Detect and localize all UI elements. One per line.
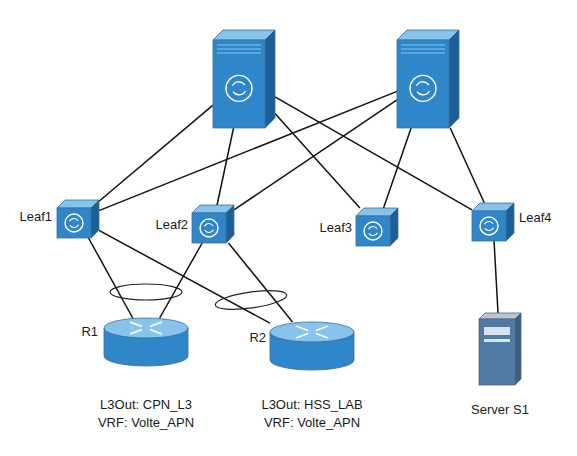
device-side <box>449 30 459 128</box>
aci-logo-arc <box>369 233 378 236</box>
router-arrow <box>130 330 142 335</box>
router-icon <box>270 322 354 370</box>
link-line <box>89 238 133 318</box>
router-node: R1L3Out: CPN_L3VRF: Volte_APN <box>104 318 188 366</box>
link-line <box>228 243 292 322</box>
device-side <box>226 205 234 243</box>
router-icon <box>104 318 188 366</box>
aci-logo <box>200 219 218 237</box>
aci-logo-arc <box>417 82 429 86</box>
device-front <box>213 40 265 128</box>
router-arrow <box>316 334 328 339</box>
aci-logo-arc <box>70 219 79 222</box>
spine-slot <box>217 45 261 46</box>
server-icon <box>479 313 521 385</box>
spine-slot <box>401 45 445 46</box>
aci-logo-arc <box>233 82 245 86</box>
spine-icon <box>397 30 459 128</box>
spine-node <box>397 30 459 128</box>
aci-logo-arc <box>70 225 79 228</box>
device-front <box>356 216 390 246</box>
aci-logo-arc <box>205 224 214 227</box>
device-side <box>506 203 514 241</box>
leaf-icon <box>356 208 398 246</box>
leaf-node: Leaf2 <box>192 205 234 243</box>
device-top <box>397 30 459 40</box>
aci-logo-arc <box>417 91 429 95</box>
aci-logo-arc <box>205 230 214 233</box>
config-label: VRF: Volte_APN <box>98 415 194 431</box>
spine-slot <box>401 53 445 54</box>
port-channel-oval <box>214 287 288 313</box>
server-drive <box>484 339 510 342</box>
leaf-icon <box>472 203 514 241</box>
device-side <box>91 200 99 238</box>
device-front <box>192 213 226 243</box>
aci-logo <box>65 214 83 232</box>
spine-slot <box>401 49 445 50</box>
router-arrow <box>296 334 308 339</box>
spine-slot <box>217 49 261 50</box>
device-side <box>390 208 398 246</box>
device-label: Server S1 <box>471 402 529 418</box>
device-label: R1 <box>81 324 98 340</box>
leaf-icon <box>57 200 99 238</box>
aci-logo <box>410 75 436 101</box>
device-label: Leaf3 <box>319 220 352 236</box>
port-channel-oval <box>110 284 182 300</box>
device-front <box>472 211 506 241</box>
server-side <box>515 313 521 385</box>
router-top <box>104 318 188 338</box>
config-label: L3Out: HSS_LAB <box>261 397 362 413</box>
link-line <box>384 128 412 208</box>
router-node: R2L3Out: HSS_LABVRF: Volte_APN <box>270 322 354 370</box>
server-top <box>479 313 521 319</box>
router-arrow <box>316 326 328 331</box>
leaf-node: Leaf3 <box>356 208 398 246</box>
aci-logo <box>364 222 382 240</box>
link-line <box>275 113 360 208</box>
aci-logo-arc <box>485 222 494 225</box>
spine-slot <box>217 53 261 54</box>
spine-icon <box>213 30 275 128</box>
device-label: Leaf4 <box>519 210 552 226</box>
server-node: Server S1 <box>479 313 521 385</box>
link-line <box>160 243 203 318</box>
server-drive <box>484 327 510 335</box>
router-arrow <box>150 322 162 327</box>
device-label: Leaf1 <box>19 209 52 225</box>
device-front <box>57 208 91 238</box>
router-top <box>270 322 354 342</box>
device-top <box>213 30 275 40</box>
spine-node <box>213 30 275 128</box>
aci-logo-arc <box>233 91 245 95</box>
device-side <box>265 30 275 128</box>
link-line <box>99 105 213 201</box>
server-front <box>479 319 515 385</box>
aci-logo <box>480 217 498 235</box>
router-arrow <box>150 330 162 335</box>
device-label: Leaf2 <box>155 217 188 233</box>
device-front <box>397 40 449 128</box>
leaf-node: Leaf4 <box>472 203 514 241</box>
aci-logo-arc <box>485 228 494 231</box>
aci-logo-arc <box>369 227 378 230</box>
leaf-node: Leaf1 <box>57 200 99 238</box>
router-arrow <box>130 322 142 327</box>
config-label: L3Out: CPN_L3 <box>100 397 192 413</box>
device-label: R2 <box>249 330 266 346</box>
aci-logo <box>226 75 252 101</box>
link-line <box>450 128 484 203</box>
router-arrow <box>296 326 308 331</box>
link-line <box>494 241 498 313</box>
link-line <box>217 128 233 205</box>
leaf-icon <box>192 205 234 243</box>
config-label: VRF: Volte_APN <box>264 415 360 431</box>
